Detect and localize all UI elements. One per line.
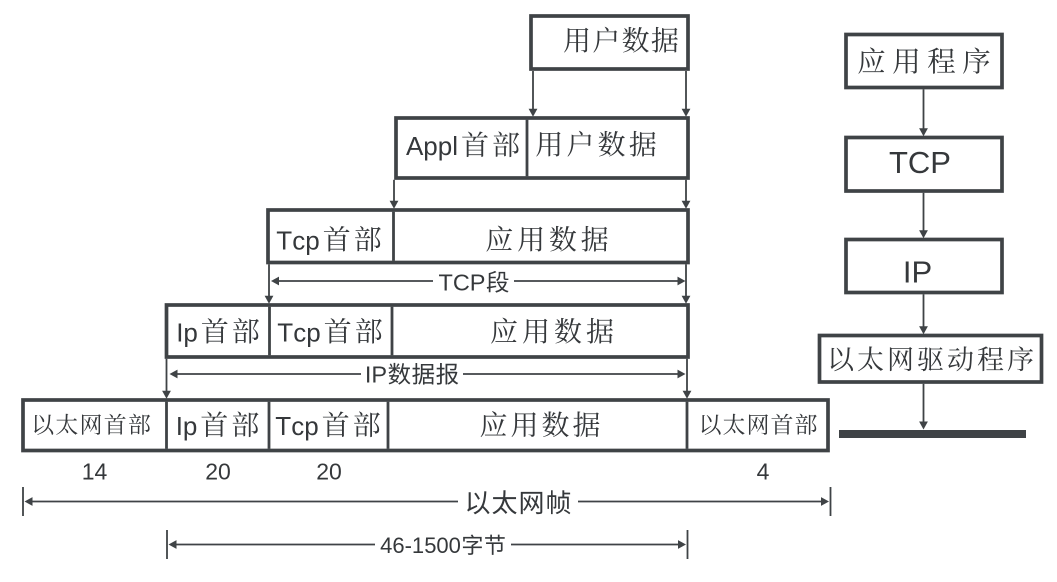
svg-text:T: T [275,411,291,441]
svg-text:P: P [371,362,387,388]
svg-text:P: P [930,145,951,180]
svg-text:P: P [470,270,486,296]
svg-text:c: c [291,411,304,441]
svg-text:-: - [405,533,412,558]
svg-text:P: P [912,255,933,290]
svg-text:T: T [439,270,453,296]
svg-text:0: 0 [218,458,231,484]
svg-text:T: T [277,317,293,347]
svg-text:0: 0 [449,533,461,558]
svg-text:p: p [183,317,197,347]
svg-text:2: 2 [316,458,329,484]
svg-text:p: p [304,411,318,441]
svg-text:p: p [423,131,437,161]
svg-text:p: p [305,225,319,255]
svg-text:I: I [176,317,183,347]
svg-text:0: 0 [329,458,342,484]
svg-text:c: c [292,225,305,255]
svg-text:c: c [293,317,306,347]
svg-text:C: C [453,270,470,296]
svg-text:p: p [306,317,320,347]
svg-text:T: T [276,225,292,255]
svg-text:5: 5 [424,533,436,558]
svg-text:p: p [438,131,452,161]
svg-text:I: I [176,411,183,441]
svg-text:2: 2 [205,458,218,484]
svg-text:l: l [452,131,458,161]
svg-text:4: 4 [380,533,392,558]
svg-text:1: 1 [82,458,95,484]
svg-text:I: I [903,255,912,290]
svg-text:1: 1 [412,533,424,558]
svg-text:4: 4 [757,458,770,484]
svg-text:T: T [889,145,908,180]
svg-text:6: 6 [392,533,404,558]
svg-text:4: 4 [95,458,108,484]
svg-text:A: A [406,131,424,161]
svg-text:C: C [908,145,930,180]
svg-text:p: p [183,411,197,441]
svg-text:I: I [365,362,372,388]
svg-text:0: 0 [436,533,448,558]
